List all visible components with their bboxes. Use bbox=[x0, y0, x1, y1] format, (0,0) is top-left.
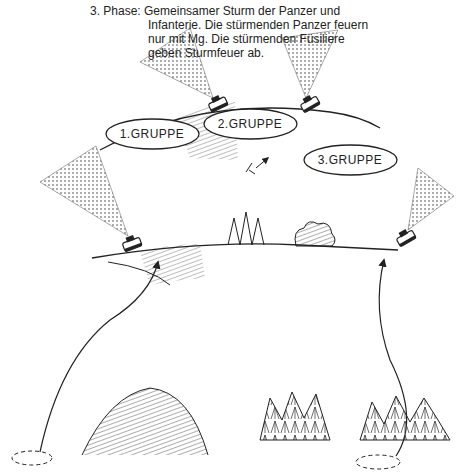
group-label: 2.GRUPPE bbox=[218, 117, 283, 131]
group-label: 1.GRUPPE bbox=[120, 127, 185, 141]
group-ellipse: 3.GRUPPE bbox=[303, 144, 398, 176]
phase-title: 3. Phase: Gemeinsamer Sturm der Panzer u… bbox=[90, 4, 370, 60]
group-ellipse: 2.GRUPPE bbox=[203, 108, 298, 140]
group-label: 3.GRUPPE bbox=[318, 153, 383, 167]
group-ellipse: 1.GRUPPE bbox=[105, 118, 200, 150]
